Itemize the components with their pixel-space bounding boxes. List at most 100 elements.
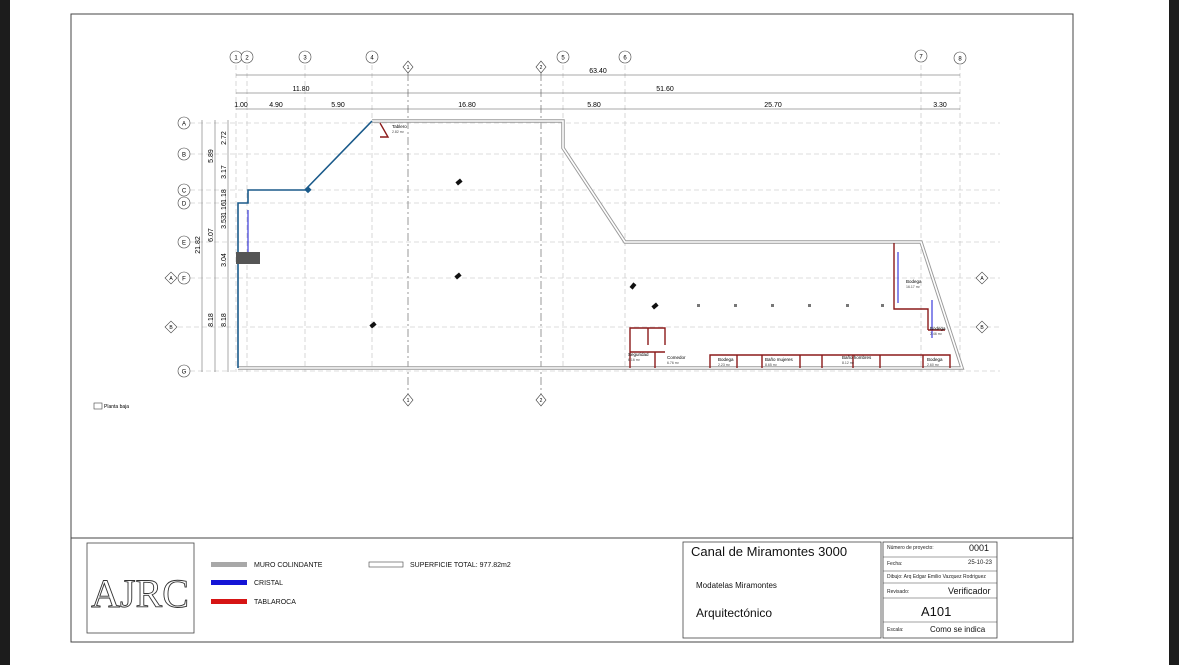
height-group-dim: 8.18 (208, 313, 215, 327)
room-area: 16.17 m² (906, 285, 921, 289)
column-bubble-label: 7 (919, 55, 923, 61)
room-name: Bodega (930, 326, 946, 331)
room-area: 2.82 m² (392, 130, 405, 134)
room-area: 6.16 m² (628, 358, 641, 362)
small-columns (697, 304, 884, 307)
room-area: 8.65 m² (765, 363, 778, 367)
segment-dim: 5.90 (331, 102, 345, 109)
sheet-border (70, 13, 1074, 643)
row-bubble-label: A (182, 122, 186, 128)
segment-dim: 5.80 (587, 102, 601, 109)
height-row-dim: 3.04 (221, 253, 228, 267)
height-row-dim: 8.18 (221, 313, 228, 327)
room-area: 6.76 m² (667, 361, 680, 365)
height-row-dim: 1.18 (221, 189, 228, 203)
row-bubble-C (177, 183, 191, 197)
key-plan-icon (93, 402, 103, 410)
section-marker-2 (535, 393, 547, 407)
column-bubble-2 (240, 50, 254, 64)
column-bubble-label: 8 (958, 57, 962, 63)
row-bubble-D (177, 196, 191, 210)
row-bubble-label: B (182, 153, 186, 159)
aux-row-label: B (169, 325, 173, 331)
section-marker-1 (402, 60, 414, 74)
grid-vertical (235, 65, 961, 372)
date-label: Fecha: (887, 561, 903, 567)
column-bubble-label: 5 (561, 56, 565, 62)
key-plan-label: Planta baja (104, 404, 129, 410)
column-bubble-4 (365, 50, 379, 64)
segment-dim: 25.70 (764, 102, 782, 109)
segment-dim: 1.00 (234, 102, 248, 109)
row-bubble-label: G (182, 370, 187, 376)
height-row-dim: 1.16 (221, 202, 228, 216)
room-name: Baño mujeres (765, 357, 794, 362)
row-bubble-label: C (182, 189, 187, 195)
dim-part-left: 11.80 (293, 86, 310, 93)
segment-dim: 16.80 (458, 102, 476, 109)
structural-columns (236, 178, 659, 329)
aux-row-label: A (169, 276, 173, 282)
segment-dim: 3.30 (933, 102, 947, 109)
room-name: Bodega (906, 279, 922, 284)
row-bubble-F (177, 271, 191, 285)
row-bubble-B (177, 147, 191, 161)
row-bubble-label: E (182, 241, 186, 247)
aux-row-marker-B (164, 320, 178, 334)
project-box (682, 541, 882, 639)
info-box (882, 541, 998, 639)
height-row-dim: 3.17 (221, 165, 228, 179)
row-bubble-A (177, 116, 191, 130)
aux-row-label: B (980, 325, 984, 331)
legend-swatch-surface (368, 561, 404, 568)
row-bubble-E (177, 235, 191, 249)
row-bubble-G (177, 364, 191, 378)
room-name: Seguridad (628, 352, 649, 357)
aux-row-marker-B (975, 320, 989, 334)
room-name: Tablero (392, 124, 407, 129)
height-row-dim: 3.53 (221, 215, 228, 229)
room-name: Baño hombres (842, 355, 872, 360)
scale-label: Escala: (887, 627, 904, 633)
section-marker-1 (402, 393, 414, 407)
room-name: Comedor (667, 355, 686, 360)
room-name: Bodega (718, 357, 734, 362)
reviewed: Verificador (948, 586, 991, 596)
logo: AJRC (91, 571, 189, 616)
segment-dim: 4.90 (269, 102, 283, 109)
height-group-dimensions: 5.896.078.18 (208, 149, 215, 327)
legend-swatch-wall (211, 562, 247, 567)
dimension-lines (201, 74, 960, 372)
column-bubble-8 (953, 51, 967, 65)
aux-row-marker-A (975, 271, 989, 285)
height-row-dim: 2.72 (221, 131, 228, 145)
project-title: Canal de Miramontes 3000 (691, 544, 848, 559)
aux-row-marker-A (164, 271, 178, 285)
aux-row-label: A (980, 276, 984, 282)
section-label: 2 (540, 398, 543, 404)
logo-box (86, 542, 195, 634)
client-name: Modatelas Miramontes (696, 581, 777, 590)
column-bubble-5 (556, 50, 570, 64)
row-bubble-label: D (182, 202, 187, 208)
project-number-label: Número de proyecto: (887, 545, 934, 551)
section-label: 1 (407, 65, 410, 71)
column-bubble-label: 4 (370, 56, 374, 62)
drawing-by: Dibujo: Arq Edgar Emilio Vazquez Rodrigu… (887, 574, 986, 580)
building-walls (237, 119, 965, 370)
reviewed-label: Revisado: (887, 589, 910, 595)
legend-glass: CRISTAL (254, 580, 284, 587)
legend-wall: MURO COLINDANTE (254, 562, 323, 569)
room-area: 2.23 m² (718, 363, 731, 367)
column-bubble-label: 3 (303, 56, 307, 62)
height-row-dimensions: 2.72 3.17 1.181.163.53 3.04 8.18 (221, 131, 228, 327)
column-bubble-7 (914, 49, 928, 63)
section-marker-2 (535, 60, 547, 74)
dim-overall: 63.40 (589, 68, 607, 75)
